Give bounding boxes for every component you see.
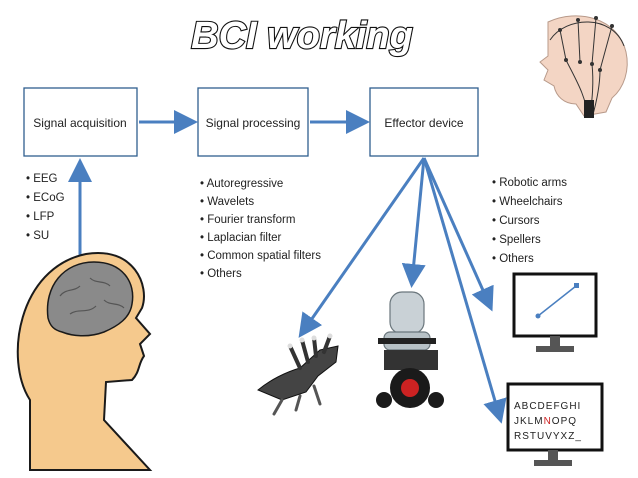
list-item: • Fourier transform [200, 214, 295, 226]
list-item: • Cursors [492, 215, 540, 227]
list-item: • Robotic arms [492, 177, 567, 189]
list-item: • Autoregressive [200, 178, 283, 190]
signals-list: • EEG • ECoG • LFP • SU [26, 173, 65, 242]
list-item: • Spellers [492, 234, 541, 246]
eeg-head-icon [539, 15, 628, 119]
box-signal-acquisition: Signal acquisition [23, 87, 138, 157]
list-item: • EEG [26, 173, 58, 185]
arrow-effector-to-robotic-hand [298, 157, 426, 338]
arrow-effector-to-wheelchair [401, 157, 426, 288]
speller-monitor-icon: ABCDEFGHI JKLMNOPQ RSTUVYXZ_ [506, 382, 604, 466]
list-item: • Common spatial filters [200, 250, 321, 262]
box-effector-device: Effector device [369, 87, 479, 157]
speller-row-2: JKLMNOPQ [514, 416, 577, 427]
list-item: • Others [200, 268, 242, 280]
list-item: • SU [26, 230, 49, 242]
list-item: • Laplacian filter [200, 232, 282, 244]
box-label-signal-acquisition: Signal acquisition [33, 116, 126, 130]
list-item: • Others [492, 253, 534, 265]
box-label-effector-device: Effector device [384, 116, 463, 130]
arrow-effector-to-cursor [422, 157, 494, 312]
box-label-signal-processing: Signal processing [206, 116, 301, 130]
speller-row-1: ABCDEFGHI [514, 401, 581, 412]
cursor-monitor-icon [512, 272, 598, 352]
robotic-hand-icon [257, 333, 339, 416]
arrow-effector-to-speller [422, 157, 507, 424]
wheelchair-icon [376, 291, 444, 408]
list-item: • LFP [26, 211, 55, 223]
processing-methods-list: • Autoregressive • Wavelets • Fourier tr… [200, 178, 321, 280]
list-item: • Wheelchairs [492, 196, 563, 208]
diagram-title: BCI working [191, 15, 413, 57]
box-signal-processing: Signal processing [197, 87, 309, 157]
speller-highlight-letter: N [544, 416, 552, 427]
list-item: • ECoG [26, 192, 65, 204]
list-item: • Wavelets [200, 196, 254, 208]
effectors-list: • Robotic arms • Wheelchairs • Cursors •… [492, 177, 567, 265]
speller-row-3: RSTUVYXZ_ [514, 431, 582, 442]
head-brain-icon [16, 251, 153, 471]
